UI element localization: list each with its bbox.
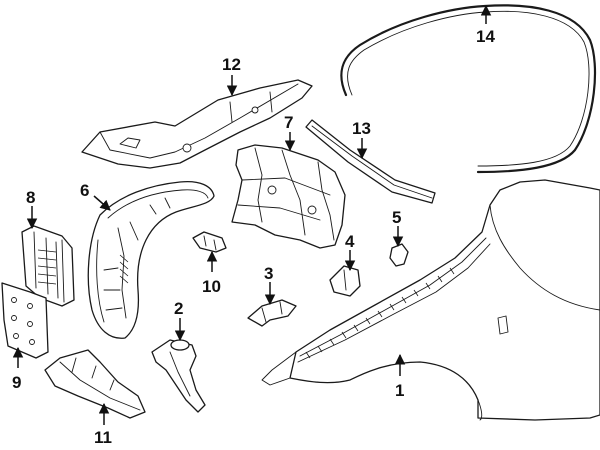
part-3-clip-bracket	[247, 299, 297, 327]
callout-6: 6	[80, 181, 89, 200]
part-7-inner-panel	[231, 144, 346, 249]
callout-labels: 1 2 3 4 5 6 7 8 9 10 11 12 13 14	[12, 27, 495, 447]
callout-9: 9	[12, 373, 21, 392]
part-12-reinforcement-rail	[81, 79, 313, 169]
part-14-weatherstrip	[340, 4, 597, 174]
callout-5: 5	[392, 208, 401, 227]
callout-8: 8	[26, 188, 35, 207]
part-2-support-bracket	[151, 339, 206, 413]
callout-12: 12	[222, 55, 241, 74]
part-9-mesh-panel	[1, 282, 49, 359]
part-13-seal-strip	[305, 119, 436, 204]
part-8-grille-insert	[21, 225, 75, 307]
part-1-front-fender	[261, 179, 600, 421]
part-4-mount-bracket	[329, 265, 361, 297]
callout-13: 13	[352, 119, 371, 138]
callout-10: 10	[202, 277, 221, 296]
callout-2: 2	[174, 299, 183, 318]
callout-leaders	[12, 4, 492, 425]
part-6-wheel-arch-liner	[87, 180, 215, 339]
part-11-splash-guard	[44, 349, 146, 419]
callout-14: 14	[476, 27, 495, 46]
callout-3: 3	[264, 264, 273, 283]
part-10-bracket	[192, 231, 227, 253]
callout-7: 7	[284, 113, 293, 132]
part-5-clip	[389, 243, 409, 267]
callout-11: 11	[94, 428, 112, 447]
callout-1: 1	[395, 381, 404, 400]
callout-4: 4	[345, 232, 355, 251]
